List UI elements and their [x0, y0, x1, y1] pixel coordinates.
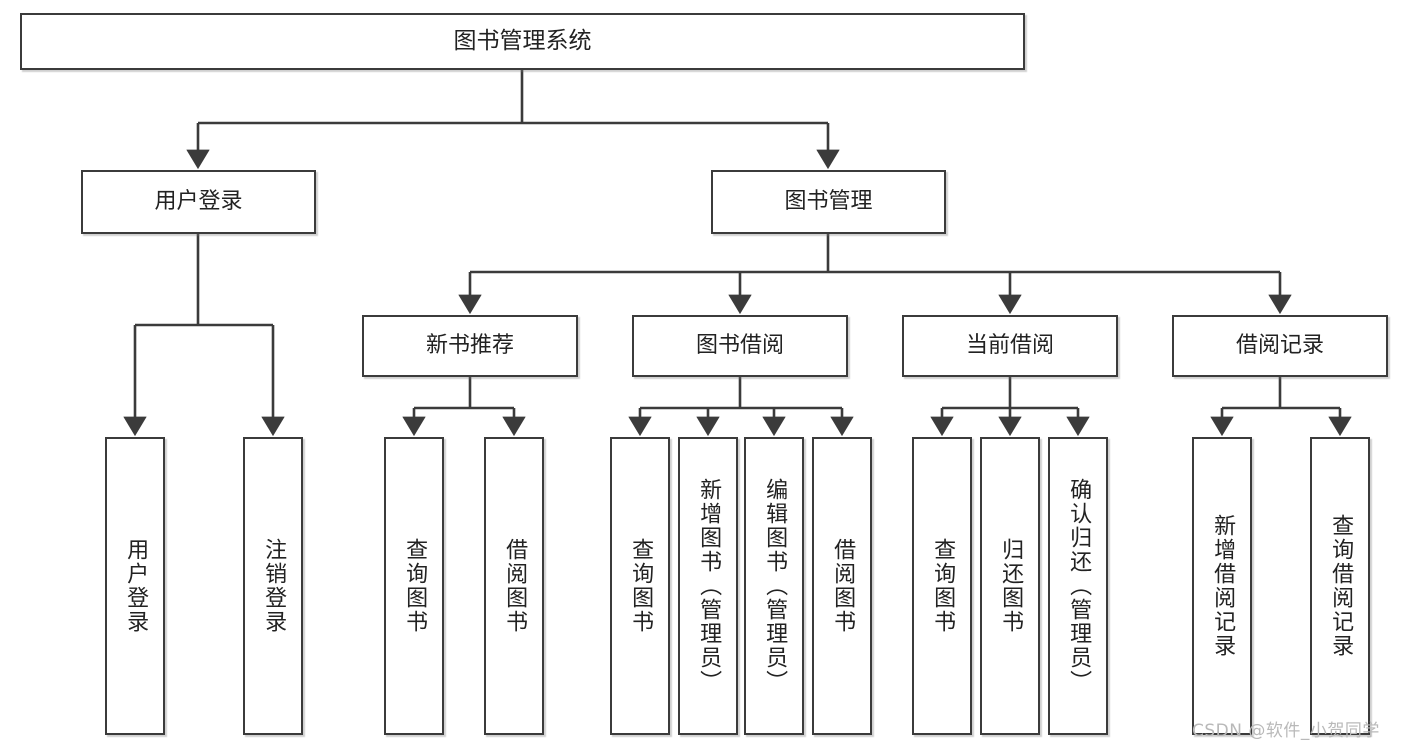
node-root-system[interactable]: 图书管理系统	[20, 13, 1025, 70]
node-label: 查询图书	[930, 538, 956, 634]
node-label: 编辑图书（管理员）	[762, 478, 788, 694]
node-label: 查询图书	[402, 538, 428, 634]
node-user-login[interactable]: 用户登录	[81, 170, 316, 234]
node-label: 借阅图书	[502, 538, 528, 634]
node-book-management[interactable]: 图书管理	[711, 170, 946, 234]
node-label: 归还图书	[998, 538, 1024, 634]
leaf-record-add[interactable]: 新增借阅记录	[1192, 437, 1252, 735]
node-label: 确认归还（管理员）	[1066, 478, 1092, 694]
watermark-text: CSDN @软件_小贺同学	[1192, 721, 1380, 741]
leaf-borrow-edit-book[interactable]: 编辑图书（管理员）	[744, 437, 804, 735]
leaf-user-login-login[interactable]: 用户登录	[105, 437, 165, 735]
leaf-current-query-book[interactable]: 查询图书	[912, 437, 972, 735]
node-label: 查询借阅记录	[1328, 514, 1354, 658]
node-label: 当前借阅	[965, 332, 1054, 358]
node-label: 借阅记录	[1235, 332, 1324, 358]
node-label: 用户登录	[123, 538, 149, 634]
node-label: 查询图书	[628, 538, 654, 634]
node-label: 新增借阅记录	[1210, 514, 1236, 658]
node-current-borrow[interactable]: 当前借阅	[902, 315, 1118, 377]
node-label: 新增图书（管理员）	[696, 478, 722, 694]
node-label: 借阅图书	[830, 538, 856, 634]
leaf-borrow-query-book[interactable]: 查询图书	[610, 437, 670, 735]
leaf-borrow-borrow-book[interactable]: 借阅图书	[812, 437, 872, 735]
leaf-user-login-logout[interactable]: 注销登录	[243, 437, 303, 735]
node-label: 新书推荐	[425, 332, 514, 358]
leaf-borrow-add-book[interactable]: 新增图书（管理员）	[678, 437, 738, 735]
leaf-current-confirm-return[interactable]: 确认归还（管理员）	[1048, 437, 1108, 735]
leaf-current-return-book[interactable]: 归还图书	[980, 437, 1040, 735]
leaf-record-query[interactable]: 查询借阅记录	[1310, 437, 1370, 735]
node-label: 图书管理	[784, 188, 873, 214]
node-new-book-recommend[interactable]: 新书推荐	[362, 315, 578, 377]
node-book-borrow[interactable]: 图书借阅	[632, 315, 848, 377]
leaf-new-book-borrow[interactable]: 借阅图书	[484, 437, 544, 735]
node-label: 注销登录	[261, 538, 287, 634]
node-label: 用户登录	[154, 188, 243, 214]
node-borrow-record[interactable]: 借阅记录	[1172, 315, 1388, 377]
node-label: 图书借阅	[695, 332, 784, 358]
node-label: 图书管理系统	[453, 27, 592, 54]
leaf-new-book-query[interactable]: 查询图书	[384, 437, 444, 735]
